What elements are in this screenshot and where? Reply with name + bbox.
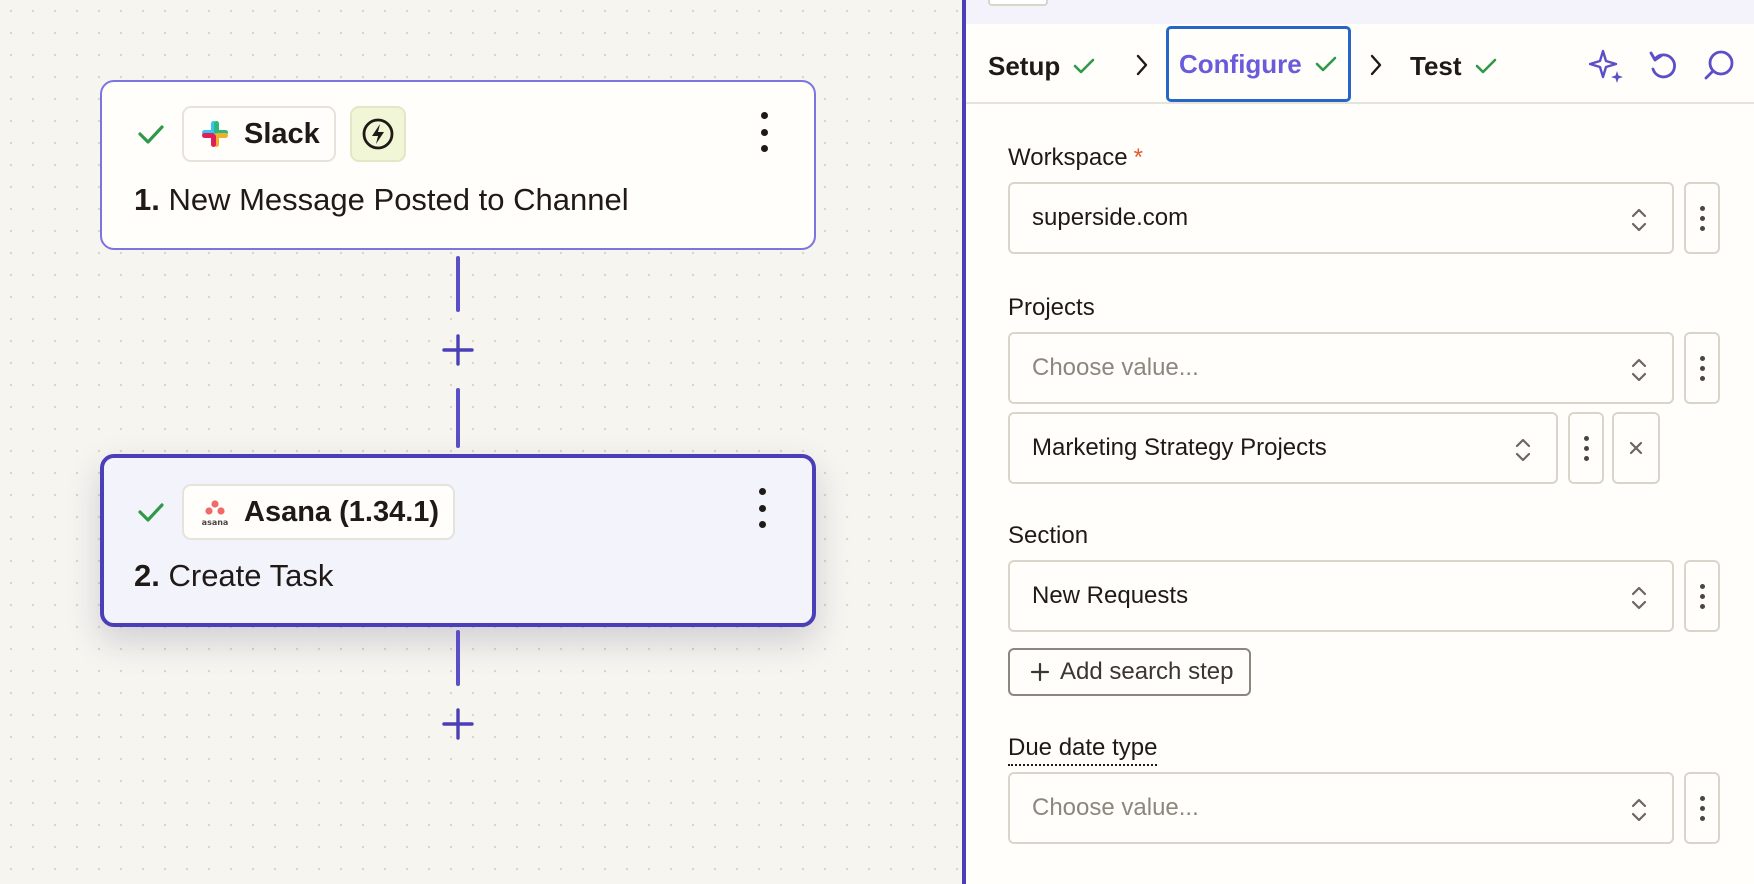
bolt-icon[interactable] bbox=[349, 106, 406, 162]
action-step-name: Create Task bbox=[168, 558, 334, 593]
trigger-step-number: 1. bbox=[134, 182, 160, 217]
header-chip[interactable] bbox=[988, 0, 1048, 6]
action-kebab-icon[interactable] bbox=[750, 488, 774, 528]
due-date-type-label[interactable]: Due date type bbox=[1008, 734, 1158, 766]
action-app-pill[interactable]: asana Asana (1.34.1) bbox=[182, 484, 456, 540]
remove-project-close-icon[interactable] bbox=[1612, 412, 1660, 484]
tab-setup-label: Setup bbox=[988, 50, 1061, 81]
required-marker: * bbox=[1133, 144, 1143, 171]
tab-test-label: Test bbox=[1410, 50, 1462, 81]
connector-line bbox=[456, 256, 460, 312]
section-value: New Requests bbox=[1032, 582, 1189, 609]
add-search-step-label: Add search step bbox=[1060, 658, 1234, 685]
section-options-kebab-icon[interactable] bbox=[1684, 560, 1720, 632]
trigger-kebab-icon[interactable] bbox=[752, 112, 776, 152]
connector-line bbox=[456, 388, 460, 448]
project-item-value: Marketing Strategy Projects bbox=[1032, 434, 1327, 461]
comment-icon[interactable] bbox=[1700, 46, 1738, 84]
projects-placeholder: Choose value... bbox=[1032, 354, 1199, 381]
trigger-app-name: Slack bbox=[244, 117, 320, 150]
updown-icon bbox=[1631, 358, 1647, 382]
workspace-label: Workspace* bbox=[1008, 144, 1143, 172]
updown-icon bbox=[1631, 586, 1647, 610]
check-icon bbox=[134, 495, 168, 529]
updown-icon bbox=[1631, 798, 1647, 822]
check-icon bbox=[134, 117, 168, 151]
workspace-value: superside.com bbox=[1032, 204, 1189, 231]
projects-label: Projects bbox=[1008, 294, 1095, 321]
tab-test[interactable]: Test bbox=[1410, 28, 1498, 104]
workspace-options-kebab-icon[interactable] bbox=[1684, 182, 1720, 254]
slack-logo-icon bbox=[198, 117, 232, 151]
svg-text:asana: asana bbox=[202, 518, 229, 527]
step-config-panel: Setup Configure Test Workspace* supersid… bbox=[962, 0, 1754, 884]
connector-line bbox=[456, 630, 460, 686]
workflow-canvas[interactable]: Slack 1. New Message Posted to Channel bbox=[0, 0, 964, 884]
updown-icon bbox=[1515, 438, 1531, 462]
check-icon bbox=[1315, 56, 1337, 72]
asana-logo-icon: asana bbox=[198, 495, 232, 529]
section-select[interactable]: New Requests bbox=[1008, 560, 1674, 632]
undo-icon[interactable] bbox=[1644, 46, 1682, 84]
action-step-number: 2. bbox=[134, 558, 160, 593]
due-date-type-placeholder: Choose value... bbox=[1032, 794, 1199, 821]
projects-options-kebab-icon[interactable] bbox=[1684, 332, 1720, 404]
plus-icon[interactable] bbox=[440, 332, 476, 368]
sparkle-icon[interactable] bbox=[1588, 46, 1626, 84]
check-icon bbox=[1475, 58, 1496, 74]
trigger-step-name: New Message Posted to Channel bbox=[168, 182, 629, 217]
check-icon bbox=[1073, 58, 1095, 74]
project-item-select[interactable]: Marketing Strategy Projects bbox=[1008, 412, 1558, 484]
tab-configure-label: Configure bbox=[1179, 48, 1302, 79]
action-step-card[interactable]: asana Asana (1.34.1) 2. Create Task bbox=[100, 454, 816, 627]
workspace-select[interactable]: superside.com bbox=[1008, 182, 1674, 254]
plus-icon[interactable] bbox=[440, 706, 476, 742]
trigger-step-card[interactable]: Slack 1. New Message Posted to Channel bbox=[100, 80, 816, 250]
due-date-type-options-kebab-icon[interactable] bbox=[1684, 772, 1720, 844]
tab-setup[interactable]: Setup bbox=[988, 28, 1096, 104]
trigger-app-pill[interactable]: Slack bbox=[182, 106, 336, 162]
plus-icon bbox=[1030, 662, 1050, 682]
trigger-step-title: 1. New Message Posted to Channel bbox=[134, 182, 629, 218]
updown-icon bbox=[1631, 208, 1647, 232]
panel-header-strip bbox=[966, 0, 1754, 24]
section-label: Section bbox=[1008, 522, 1089, 549]
tab-configure[interactable]: Configure bbox=[1166, 26, 1351, 102]
workspace-label-text: Workspace bbox=[1008, 144, 1128, 171]
projects-select[interactable]: Choose value... bbox=[1008, 332, 1674, 404]
chevron-right-icon bbox=[1136, 54, 1148, 76]
project-item-options-kebab-icon[interactable] bbox=[1568, 412, 1604, 484]
due-date-type-select[interactable]: Choose value... bbox=[1008, 772, 1674, 844]
step-tabs: Setup Configure Test bbox=[966, 24, 1754, 104]
chevron-right-icon bbox=[1370, 54, 1382, 76]
action-step-title: 2. Create Task bbox=[134, 558, 333, 594]
add-search-step-button[interactable]: Add search step bbox=[1008, 648, 1252, 696]
action-app-name: Asana (1.34.1) bbox=[244, 495, 440, 528]
